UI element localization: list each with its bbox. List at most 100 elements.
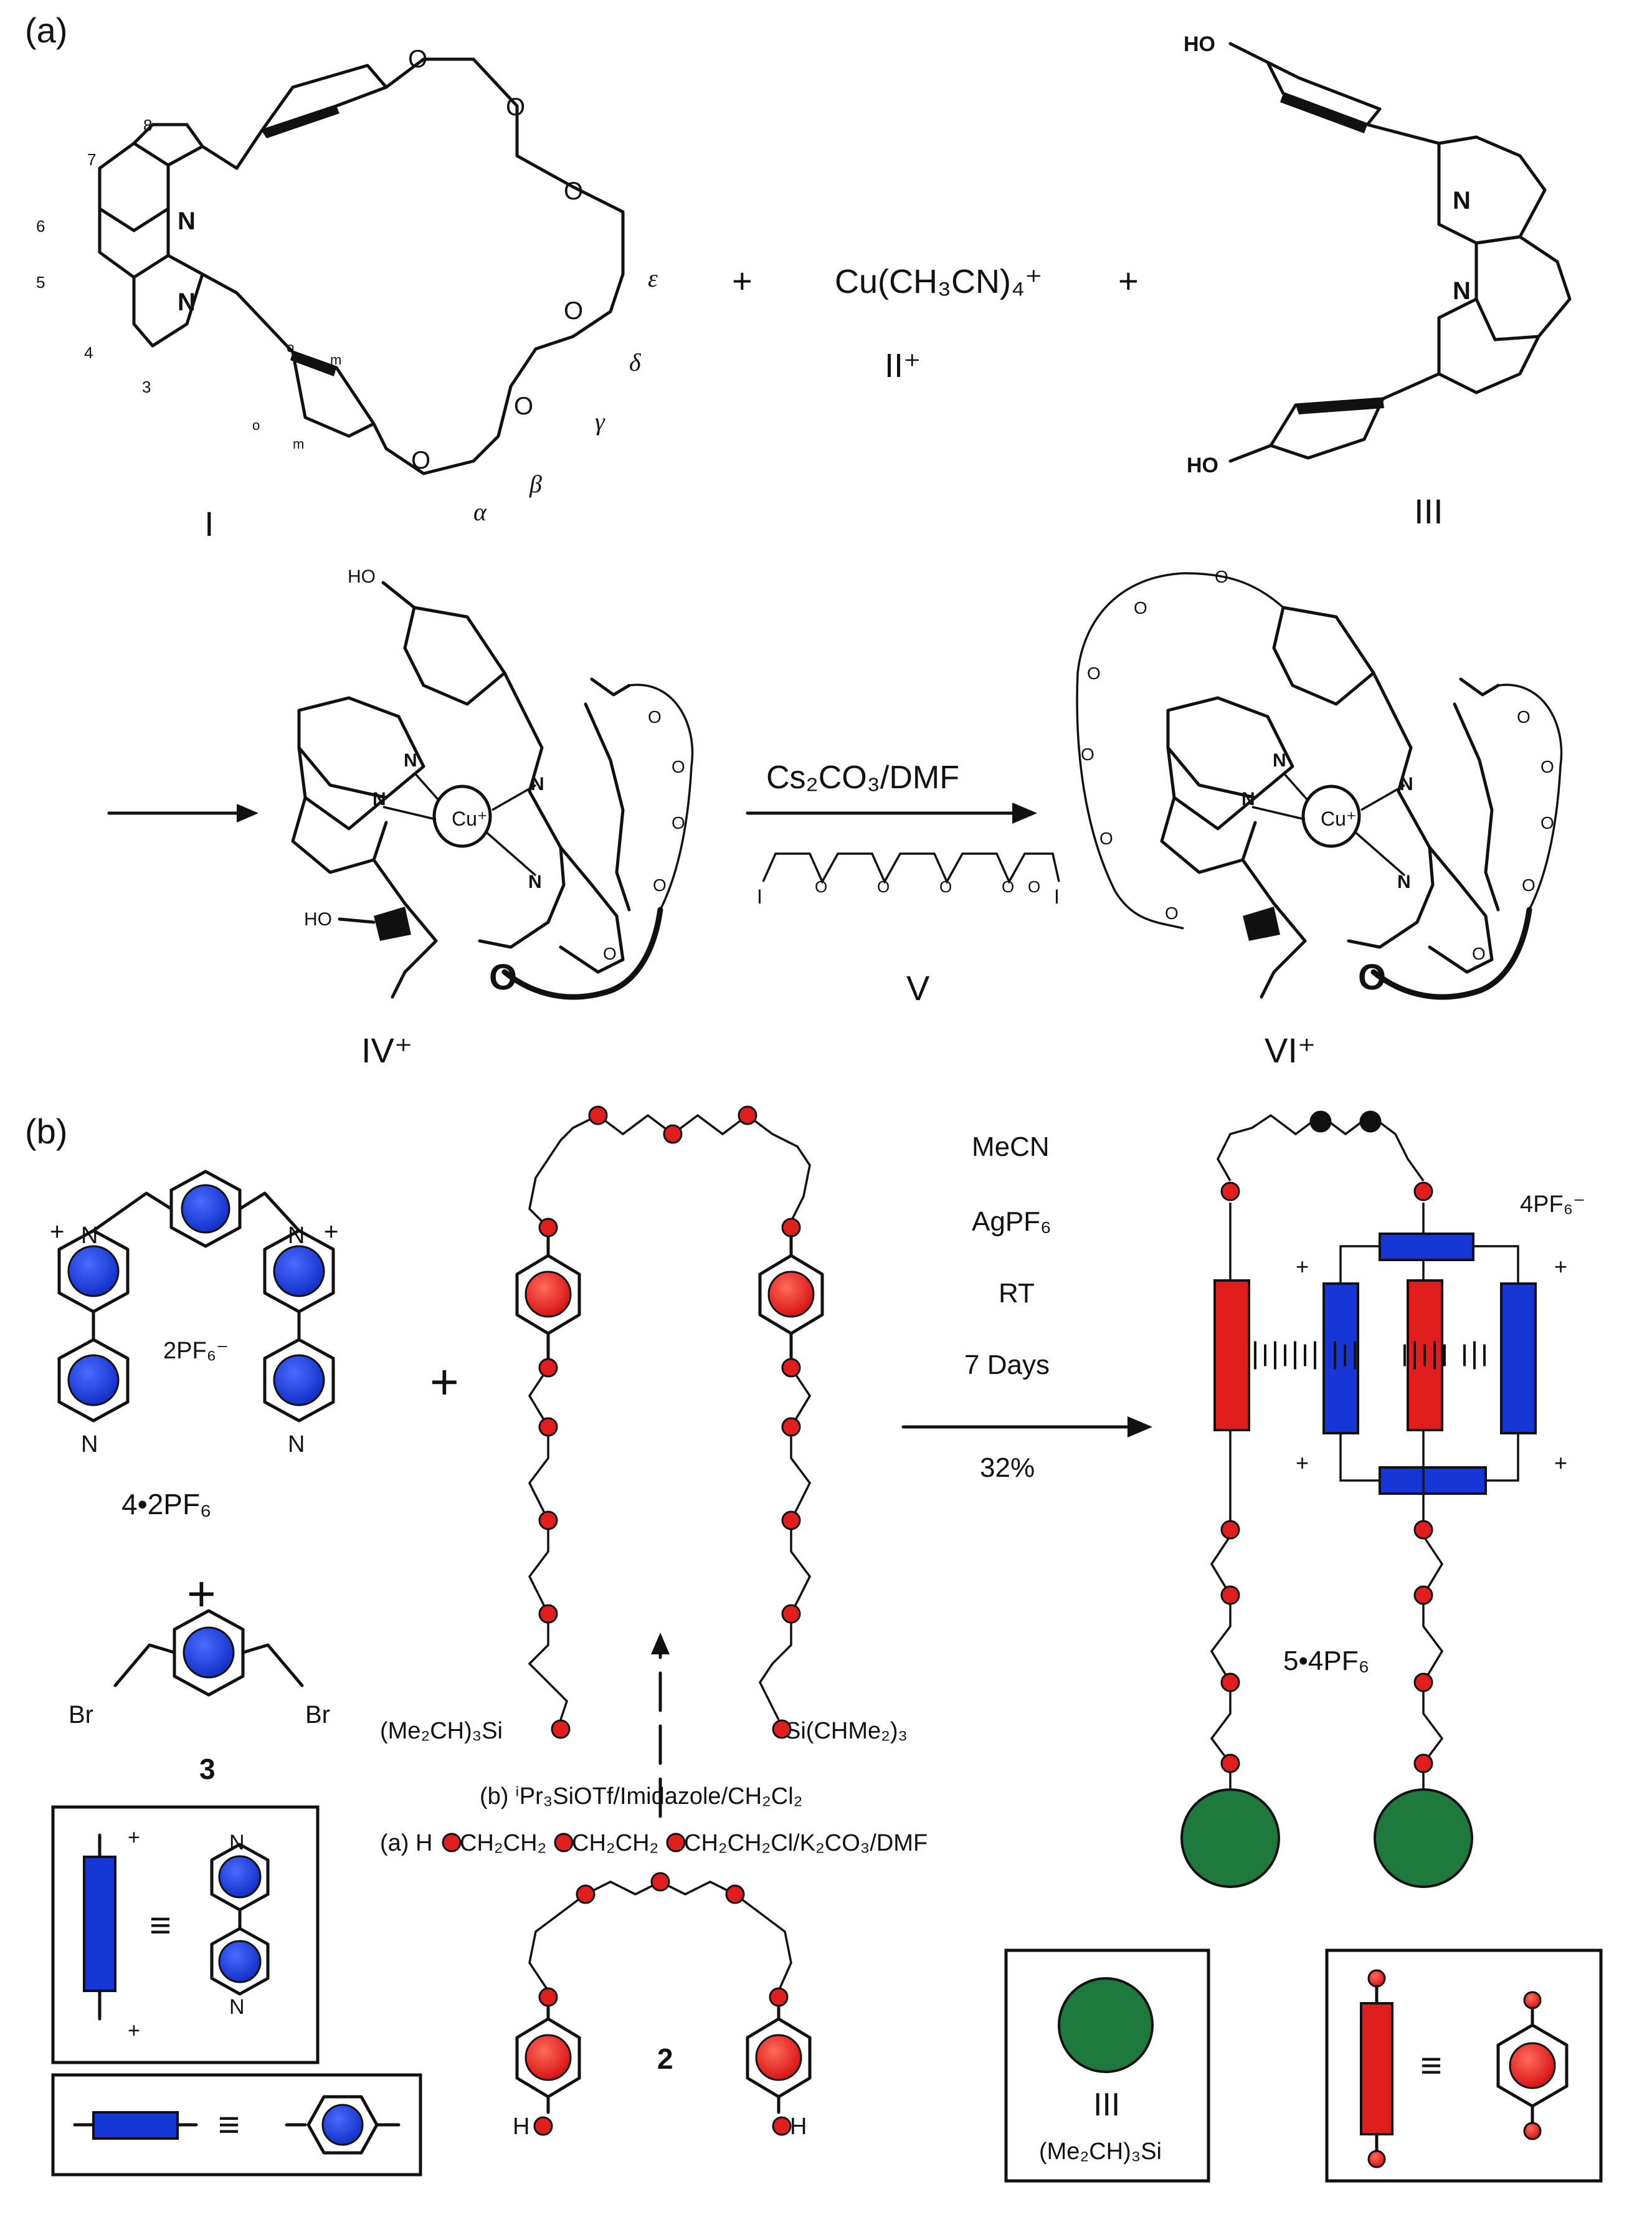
- compound-III: HO HO N N III: [1184, 32, 1572, 531]
- oxygen-dot: [781, 1604, 801, 1624]
- compound-4-label: 4•2PF₆: [121, 1488, 212, 1520]
- lbb-equiv: ≡: [150, 1904, 171, 1946]
- plus-1: +: [732, 261, 752, 300]
- legend-red-bar: ≡: [1325, 1948, 1603, 2183]
- c4-n2: N: [288, 1223, 305, 1249]
- step-b-text: (b) ⁱPr₃SiOTf/Imidazole/CH₂Cl₂: [480, 1783, 802, 1810]
- oxygen-dot: [1220, 1181, 1240, 1201]
- compound-I-o4: O: [564, 297, 583, 325]
- oxygen-dot: [533, 2116, 553, 2136]
- oxygen-dot: [663, 1124, 683, 1144]
- lbb-n-top: N: [229, 1831, 245, 1854]
- step-a-part1: CH₂CH₂: [460, 1830, 546, 1856]
- greek-delta: δ: [629, 348, 642, 376]
- si-left: (Me₂CH)₃Si: [380, 1718, 503, 1744]
- c4-n1: N: [81, 1223, 98, 1249]
- oxygen-dot: [772, 1719, 792, 1739]
- lr-equiv: ≡: [1420, 2044, 1442, 2086]
- oxygen-dot: [554, 1833, 574, 1853]
- pos-4: 4: [84, 343, 93, 362]
- oxygen-dot: [538, 1358, 558, 1378]
- cond-yield: 32%: [980, 1452, 1035, 1483]
- compound-IV: HO Cu⁺ N N N N HO O O O O O O IV⁺: [291, 566, 694, 1070]
- si-right: Si(CHMe₂)₃: [785, 1718, 908, 1744]
- pos-7: 7: [87, 150, 96, 169]
- iii-n2: N: [1453, 277, 1471, 305]
- vi-o9: O: [1540, 813, 1554, 832]
- iv-ho-bottom: HO: [304, 909, 332, 930]
- chain-o4: O: [1002, 877, 1014, 896]
- compound-I-n2: N: [178, 289, 196, 316]
- oxygen-dot: [1220, 1753, 1240, 1773]
- black-dot: [1359, 1110, 1382, 1133]
- ring-o2: o: [252, 417, 260, 433]
- c3-br-right: Br: [305, 1701, 330, 1729]
- pos-3: 3: [142, 378, 151, 396]
- c2-h-left: H: [513, 2114, 529, 2140]
- compound-VI-label: VI⁺: [1265, 1031, 1316, 1070]
- oxygen-dot: [538, 1987, 558, 2007]
- vi-n1: N: [1273, 750, 1286, 771]
- prod-plus-1: +: [1296, 1254, 1309, 1279]
- compound-I-o6: O: [411, 447, 430, 474]
- oxygen-dot: [781, 1218, 801, 1237]
- chain-o3: O: [939, 877, 952, 896]
- oxygen-dot: [538, 1417, 558, 1437]
- product-label: 5•4PF₆: [1283, 1646, 1369, 1676]
- panel-a-label: (a): [25, 11, 67, 50]
- oxygen-dot: [1413, 1672, 1433, 1692]
- compound-I-n1: N: [178, 207, 196, 235]
- oxygen-dot: [781, 1417, 801, 1437]
- conditions: MeCN AgPF₆ RT 7 Days 32%: [901, 1132, 1152, 1483]
- legend-blue-hbar: ≡: [51, 2073, 422, 2177]
- c3-br-left: Br: [69, 1701, 93, 1729]
- step-a-oxygen-dots: [442, 1833, 686, 1853]
- vi-o3: O: [1087, 664, 1101, 683]
- iv-o2: O: [672, 757, 685, 776]
- step-a-prefix: (a) H: [380, 1830, 432, 1856]
- prod-plus-4: +: [1554, 1450, 1567, 1476]
- iii-n1: N: [1453, 187, 1471, 214]
- chain-i-right: I: [1054, 885, 1060, 908]
- vi-o4: O: [1081, 745, 1094, 764]
- oxygen-dot: [1413, 1520, 1433, 1540]
- compound-2: H H 2: [513, 1872, 812, 2140]
- compound-VI: Cu⁺ N N N N O O O O O O O O O O O O VI⁺: [1076, 567, 1563, 1070]
- chain-o5: O: [1028, 877, 1040, 896]
- vi-o8: O: [1540, 757, 1554, 776]
- oxygen-dot: [781, 1358, 801, 1378]
- lg-text: (Me₂CH)₃Si: [1039, 2139, 1162, 2165]
- oxygen-dot: [1413, 1181, 1433, 1201]
- silyl-precursor: (Me₂CH)₃Si Si(CHMe₂)₃: [380, 1105, 908, 1744]
- black-dot: [1309, 1110, 1332, 1133]
- plus-b-main: +: [430, 1354, 459, 1409]
- step-a-part3: CH₂CH₂Cl/K₂CO₃/DMF: [684, 1830, 928, 1856]
- lbh-equiv: ≡: [218, 2104, 240, 2145]
- chain-o2: O: [877, 877, 890, 896]
- compound-3: Br Br 3: [69, 1609, 330, 1785]
- lbb-plus-top: +: [128, 1826, 140, 1849]
- compound-2-label: 2: [657, 2043, 673, 2075]
- vi-o5: O: [1099, 829, 1113, 848]
- compound-III-label: III: [1414, 492, 1443, 531]
- oxygen-dot: [538, 1218, 558, 1237]
- vi-o-big: O: [1358, 957, 1386, 998]
- reaction-arrow-V: Cs₂CO₃/DMF I O O O O O I V: [746, 760, 1060, 1008]
- prod-plus-2: +: [1554, 1254, 1567, 1279]
- reagent-V-label: V: [906, 968, 930, 1008]
- plus-2: +: [1118, 261, 1139, 300]
- lbb-plus-bottom: +: [128, 2019, 140, 2043]
- iv-n1: N: [404, 750, 417, 771]
- vi-cu: Cu⁺: [1321, 808, 1357, 830]
- vi-n2: N: [1241, 789, 1255, 809]
- iii-ho-top: HO: [1184, 32, 1215, 56]
- oxygen-dot: [1413, 1585, 1433, 1605]
- cond-days: 7 Days: [964, 1350, 1050, 1380]
- step-arrow: (b) ⁱPr₃SiOTf/Imidazole/CH₂Cl₂ (a) H CH₂…: [380, 1633, 928, 1856]
- oxygen-dot: [738, 1105, 757, 1125]
- compound-I-o5: O: [514, 393, 533, 420]
- compound-I-o3: O: [564, 178, 583, 205]
- oxygen-dot: [772, 2116, 792, 2136]
- compound-3-label: 3: [199, 1753, 216, 1785]
